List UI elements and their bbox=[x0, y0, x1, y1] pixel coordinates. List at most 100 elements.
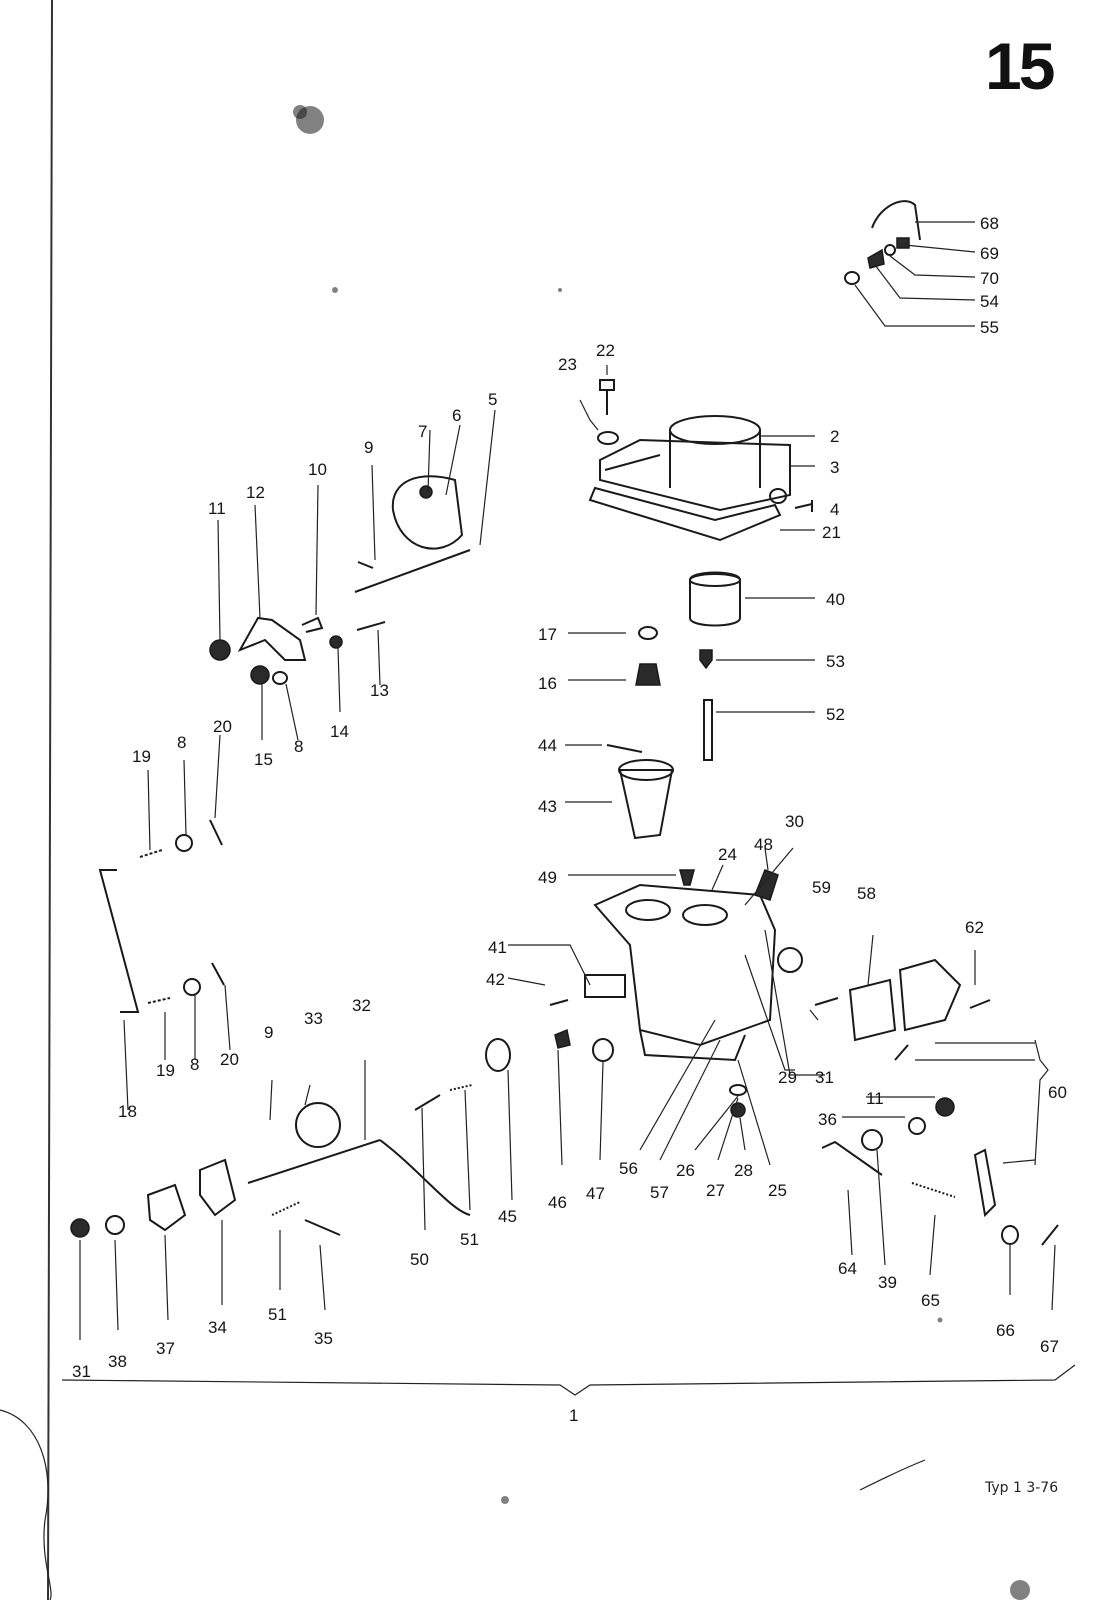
part-8-washer-b bbox=[175, 834, 193, 852]
part-44-pin bbox=[606, 744, 643, 753]
callout-8c: 8 bbox=[190, 1055, 199, 1074]
callout-39: 39 bbox=[878, 1273, 897, 1292]
part-67-pin bbox=[1041, 1224, 1059, 1246]
part-19-spring bbox=[139, 849, 163, 858]
callout-64: 64 bbox=[838, 1259, 857, 1278]
part-11-nut bbox=[209, 639, 231, 661]
part-39-cam bbox=[861, 1129, 883, 1151]
part-49-screw bbox=[679, 869, 695, 886]
part-13-screw bbox=[356, 621, 386, 631]
part-40-rim bbox=[689, 573, 741, 587]
callout-58: 58 bbox=[857, 884, 876, 903]
part-52-rod bbox=[703, 699, 713, 761]
part-3-washer bbox=[769, 488, 787, 504]
part-18-rod bbox=[98, 869, 140, 1013]
part-60-link bbox=[973, 1148, 997, 1218]
part-53-screw bbox=[699, 649, 713, 670]
callout-31: 31 bbox=[815, 1068, 834, 1087]
callout-19b: 19 bbox=[156, 1061, 175, 1080]
part-59-plug bbox=[814, 997, 839, 1006]
part-35-screw bbox=[304, 1219, 341, 1236]
callout-10: 10 bbox=[308, 460, 327, 479]
part-45-plug bbox=[485, 1038, 511, 1072]
part-47-washer bbox=[592, 1038, 614, 1062]
callout-51a: 51 bbox=[460, 1230, 479, 1249]
assembly-bracket bbox=[61, 1364, 1076, 1396]
part-21-gasket bbox=[588, 486, 782, 542]
callout-66: 66 bbox=[996, 1321, 1015, 1340]
part-8-washer bbox=[272, 671, 288, 685]
part-58-diaphragm bbox=[848, 978, 897, 1042]
callout-8b: 8 bbox=[177, 733, 186, 752]
part-32-wire bbox=[379, 1139, 471, 1216]
callout-24: 24 bbox=[718, 845, 737, 864]
callout-45: 45 bbox=[498, 1207, 517, 1226]
callout-49: 49 bbox=[538, 868, 557, 887]
callout-47: 47 bbox=[586, 1184, 605, 1203]
part-11-nut-b bbox=[935, 1097, 955, 1117]
part-66-washer bbox=[1001, 1225, 1019, 1245]
print-specks bbox=[293, 105, 1030, 1600]
part-16-valve bbox=[635, 663, 661, 686]
part-33-disc bbox=[295, 1102, 341, 1148]
part-37-lever bbox=[146, 1183, 187, 1232]
part-6-plate bbox=[391, 475, 464, 550]
part-43-float bbox=[618, 769, 674, 840]
callout-52: 52 bbox=[826, 705, 845, 724]
part-51-spring-b bbox=[271, 1201, 301, 1216]
callout-68: 68 bbox=[980, 214, 999, 233]
part-23-washer bbox=[597, 431, 619, 445]
callout-2: 2 bbox=[830, 427, 839, 446]
callout-20b: 20 bbox=[220, 1050, 239, 1069]
callout-4: 4 bbox=[830, 500, 839, 519]
part-8-washer-c bbox=[183, 978, 201, 996]
callout-57: 57 bbox=[650, 1183, 669, 1202]
callout-48: 48 bbox=[754, 835, 773, 854]
part-51-spring bbox=[449, 1084, 473, 1091]
part-26-washer bbox=[729, 1084, 747, 1096]
part-38-washer bbox=[105, 1215, 125, 1235]
part-65-spring bbox=[911, 1182, 956, 1198]
callout-59: 59 bbox=[812, 878, 831, 897]
callout-35: 35 bbox=[314, 1329, 333, 1348]
callout-42: 42 bbox=[486, 970, 505, 989]
callout-53: 53 bbox=[826, 652, 845, 671]
callout-8a: 8 bbox=[294, 737, 303, 756]
part-60-cover bbox=[898, 958, 962, 1032]
callout-43: 43 bbox=[538, 797, 557, 816]
callout-36: 36 bbox=[818, 1110, 837, 1129]
callout-38: 38 bbox=[108, 1352, 127, 1371]
callout-60: 60 bbox=[1048, 1083, 1067, 1102]
stray-mark bbox=[859, 1459, 926, 1491]
part-55-washer bbox=[844, 271, 860, 285]
part-9-screw bbox=[357, 561, 374, 569]
callout-70: 70 bbox=[980, 269, 999, 288]
callout-62: 62 bbox=[965, 918, 984, 937]
part-60-plunger bbox=[894, 1044, 909, 1061]
part-32-shaft bbox=[247, 1139, 381, 1184]
assembly-label: 1 bbox=[569, 1406, 578, 1425]
callout-22: 22 bbox=[596, 341, 615, 360]
part-69-fitting bbox=[896, 237, 910, 249]
callout-9a: 9 bbox=[364, 438, 373, 457]
footer-code: Typ 1 3-76 bbox=[985, 1480, 1059, 1496]
callout-16: 16 bbox=[538, 674, 557, 693]
part-14-nut bbox=[329, 635, 343, 649]
part-48-screw bbox=[754, 869, 779, 901]
callout-3: 3 bbox=[830, 458, 839, 477]
part-70-ring bbox=[884, 244, 896, 256]
callout-11b: 11 bbox=[866, 1089, 884, 1108]
part-50-needle bbox=[414, 1094, 441, 1111]
callout-55: 55 bbox=[980, 318, 999, 337]
part-40-cap bbox=[689, 571, 741, 627]
callout-40: 40 bbox=[826, 590, 845, 609]
callout-17: 17 bbox=[538, 625, 557, 644]
part-12-lever bbox=[237, 616, 307, 661]
callout-69: 69 bbox=[980, 244, 999, 263]
callout-14: 14 bbox=[330, 722, 349, 741]
part-19-spring-b bbox=[147, 997, 171, 1004]
callout-28: 28 bbox=[734, 1161, 753, 1180]
callout-23: 23 bbox=[558, 355, 577, 374]
callout-12: 12 bbox=[246, 483, 265, 502]
